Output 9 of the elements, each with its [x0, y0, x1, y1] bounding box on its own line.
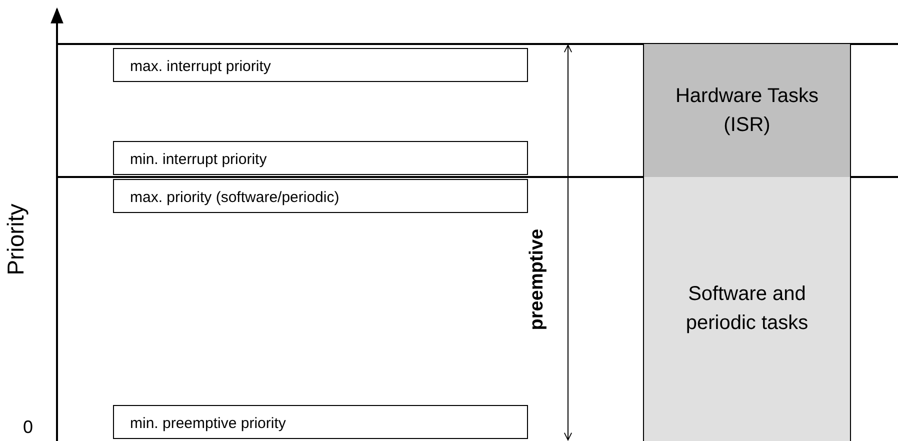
priority-level-box: max. priority (software/periodic)	[113, 179, 528, 213]
task-block: Software and periodic tasks	[643, 177, 851, 441]
priority-level-box: min. interrupt priority	[113, 141, 528, 175]
range-label: preemptive	[526, 228, 548, 330]
task-block: Hardware Tasks (ISR)	[643, 44, 851, 177]
axis-tick-label: 0	[23, 418, 34, 436]
axis-title: Priority	[2, 204, 28, 276]
priority-level-box: min. preemptive priority	[113, 405, 528, 439]
priority-level-box: max. interrupt priority	[113, 48, 528, 82]
